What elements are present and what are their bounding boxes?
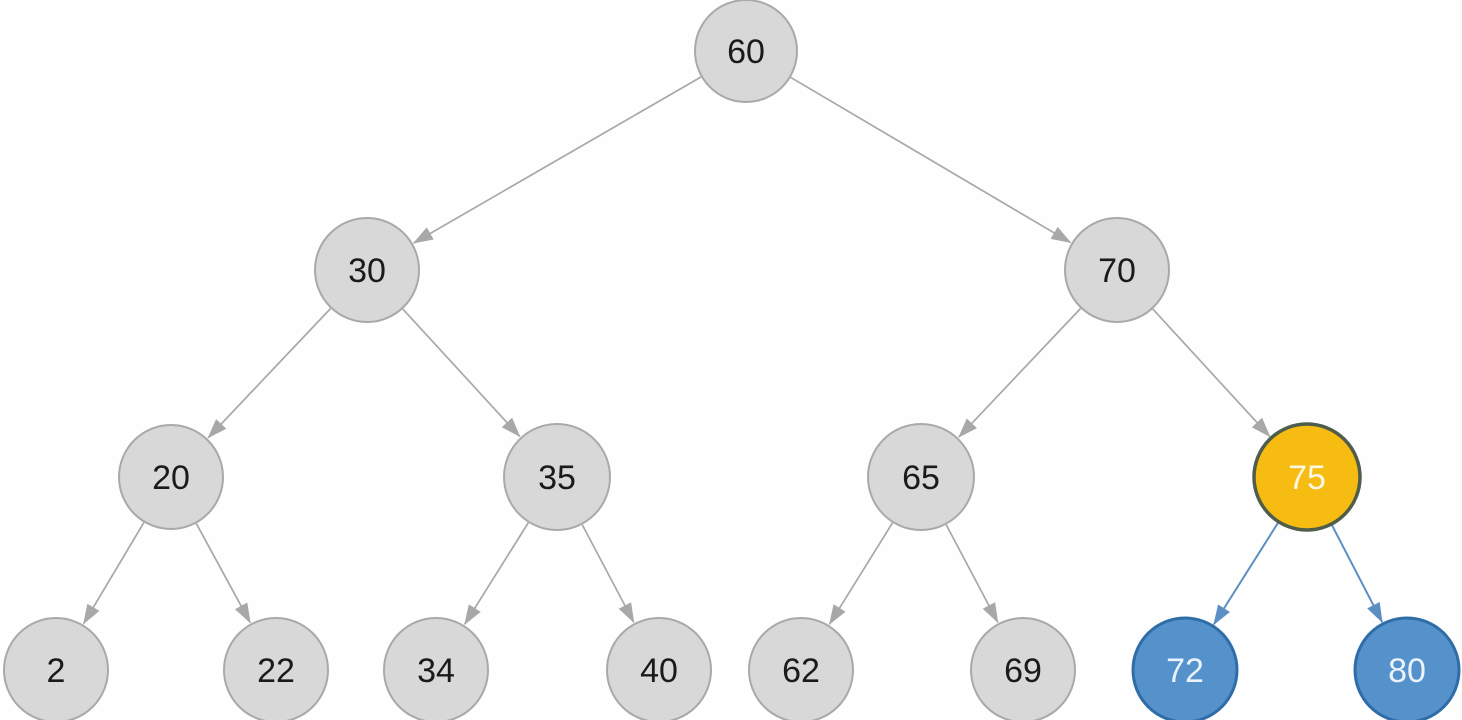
tree-edge-30-20	[207, 307, 332, 439]
tree-node-circle-75	[1252, 422, 1362, 532]
tree-node-circle-62	[748, 617, 854, 720]
tree-node-20: 20	[118, 424, 224, 530]
tree-node-label-20: 20	[152, 459, 190, 497]
tree-node-80: 80	[1353, 616, 1461, 720]
tree-node-circle-65	[867, 423, 975, 531]
tree-node-40: 40	[606, 617, 712, 720]
tree-node-35: 35	[503, 423, 611, 531]
tree-node-62: 62	[748, 617, 854, 720]
tree-edge-35-40	[581, 524, 635, 624]
tree-edge-20-2	[82, 522, 145, 625]
tree-edge-35-34	[463, 522, 530, 626]
tree-edge-60-30	[412, 76, 702, 244]
tree-node-circle-35	[503, 423, 611, 531]
tree-edge-70-65	[958, 307, 1082, 438]
tree-node-69: 69	[970, 617, 1076, 720]
tree-node-label-40: 40	[640, 652, 678, 690]
tree-node-circle-72	[1131, 616, 1239, 720]
tree-edge-65-62	[828, 522, 894, 625]
tree-edge-65-69	[945, 524, 999, 624]
tree-node-30: 30	[314, 217, 420, 323]
tree-edge-75-72	[1213, 522, 1279, 626]
tree-node-circle-80	[1353, 616, 1461, 720]
tree-node-label-69: 69	[1004, 652, 1042, 690]
tree-node-70: 70	[1064, 217, 1170, 323]
tree-node-circle-70	[1064, 217, 1170, 323]
tree-node-circle-30	[314, 217, 420, 323]
tree-edge-70-75	[1152, 308, 1271, 438]
tree-node-circle-69	[970, 617, 1076, 720]
tree-node-2: 2	[3, 617, 109, 720]
tree-node-label-70: 70	[1098, 252, 1136, 290]
tree-node-label-62: 62	[782, 652, 820, 690]
tree-edge-20-22	[195, 523, 251, 624]
tree-node-75: 75	[1252, 422, 1362, 532]
tree-node-60: 60	[694, 0, 798, 103]
tree-edge-30-35	[402, 308, 521, 438]
tree-node-22: 22	[223, 617, 329, 720]
tree-node-label-75: 75	[1288, 459, 1326, 497]
tree-node-circle-20	[118, 424, 224, 530]
tree-edge-75-80	[1330, 524, 1384, 623]
tree-node-34: 34	[383, 617, 489, 720]
tree-node-label-65: 65	[902, 459, 940, 497]
tree-node-65: 65	[867, 423, 975, 531]
tree-node-label-30: 30	[348, 252, 386, 290]
tree-edges	[82, 76, 1384, 626]
tree-node-label-34: 34	[417, 652, 455, 690]
tree-node-label-2: 2	[47, 652, 66, 690]
tree-edge-60-70	[790, 76, 1072, 244]
tree-node-label-22: 22	[257, 652, 295, 690]
tree-node-label-35: 35	[538, 459, 576, 497]
tree-node-circle-40	[606, 617, 712, 720]
tree-node-72: 72	[1131, 616, 1239, 720]
tree-node-label-72: 72	[1166, 652, 1204, 690]
tree-node-label-80: 80	[1388, 652, 1426, 690]
tree-node-circle-22	[223, 617, 329, 720]
tree-node-circle-60	[694, 0, 798, 103]
tree-node-label-60: 60	[727, 33, 765, 71]
tree-node-circle-2	[3, 617, 109, 720]
tree-node-circle-34	[383, 617, 489, 720]
